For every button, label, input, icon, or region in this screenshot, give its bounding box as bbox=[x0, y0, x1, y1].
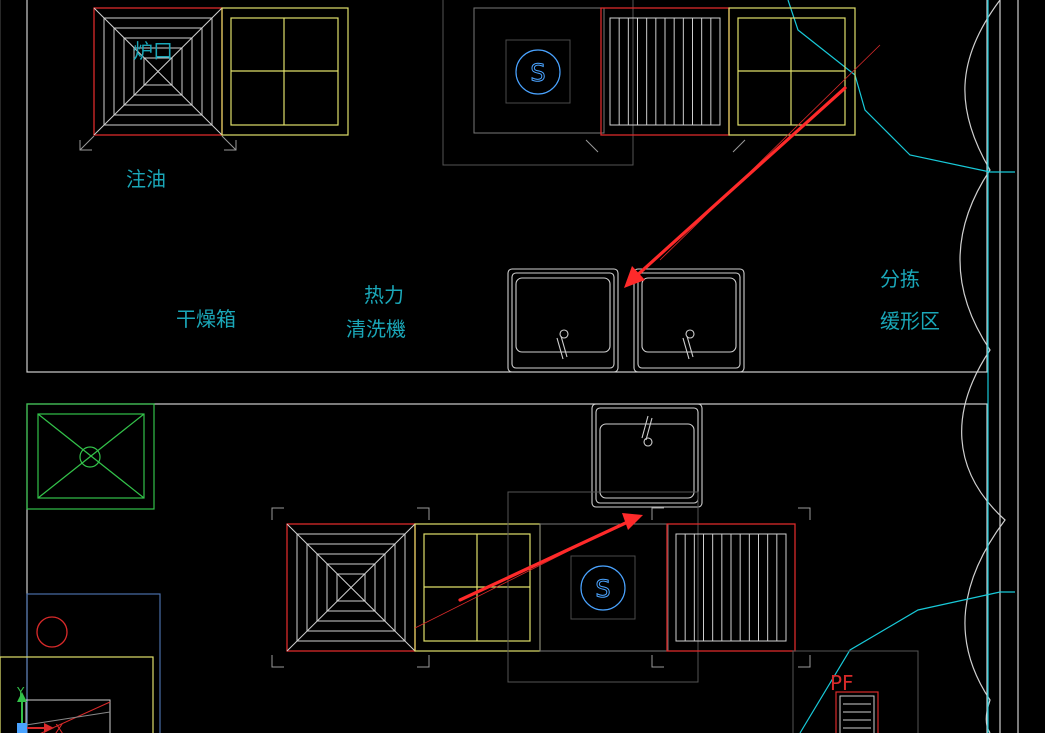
drain-s-symbol: S bbox=[595, 575, 610, 603]
furnace-bottom[interactable] bbox=[271, 507, 430, 668]
red-circle-marker bbox=[36, 616, 68, 648]
lower-room-outline bbox=[26, 403, 988, 733]
cyan-line-top bbox=[787, 0, 1015, 173]
sorting-label-line1: 分拣 bbox=[880, 267, 920, 291]
thermal-label-line2: 清洗機 bbox=[346, 317, 406, 341]
ucs-y-label: Y bbox=[16, 685, 25, 699]
walls bbox=[0, 0, 1019, 733]
curtain-curve bbox=[959, 0, 1006, 733]
pf-unit[interactable]: PF bbox=[792, 650, 919, 733]
ucs-x-label: X bbox=[55, 722, 63, 733]
leader-line-top bbox=[659, 44, 881, 261]
cyan-boundaries bbox=[787, 0, 1015, 733]
grate-top[interactable] bbox=[585, 7, 746, 153]
yellow-panel-bottom[interactable] bbox=[414, 523, 541, 652]
cyan-line-bottom bbox=[799, 591, 1015, 733]
drain-top[interactable]: S bbox=[442, 0, 634, 166]
sink-bottom[interactable] bbox=[591, 403, 703, 508]
sink-right-top[interactable] bbox=[633, 268, 745, 373]
oil-fill-label: 注油 bbox=[126, 167, 166, 191]
drain-circle-icon bbox=[515, 49, 561, 95]
grate-bottom[interactable] bbox=[651, 507, 811, 668]
annotation-arrow-top bbox=[624, 86, 847, 288]
pf-label: PF bbox=[830, 671, 854, 695]
annotation-arrow-bottom bbox=[458, 513, 643, 602]
upper-room-outline bbox=[26, 0, 988, 373]
drying-cabinet-label: 干燥箱 bbox=[176, 307, 236, 331]
ucs-icon: Y X bbox=[16, 685, 63, 733]
drain-s-symbol: S bbox=[530, 59, 545, 87]
floor-drain-green[interactable] bbox=[26, 403, 155, 510]
yellow-panel-top-right[interactable] bbox=[728, 7, 856, 136]
furnace-label: 炉口 bbox=[133, 39, 173, 63]
sorting-label-line2: 缓形区 bbox=[880, 309, 940, 333]
thermal-label-line1: 热力 bbox=[364, 283, 404, 307]
drain-circle-icon bbox=[580, 565, 626, 611]
furnace-top-left[interactable]: 炉口 bbox=[79, 7, 237, 151]
yellow-panel-top-left[interactable] bbox=[221, 7, 349, 136]
lower-left-equipment[interactable] bbox=[0, 593, 161, 733]
sink-left-top[interactable] bbox=[507, 268, 619, 373]
drain-bottom[interactable]: S bbox=[507, 491, 699, 683]
furnace-ring-1 bbox=[103, 17, 213, 126]
